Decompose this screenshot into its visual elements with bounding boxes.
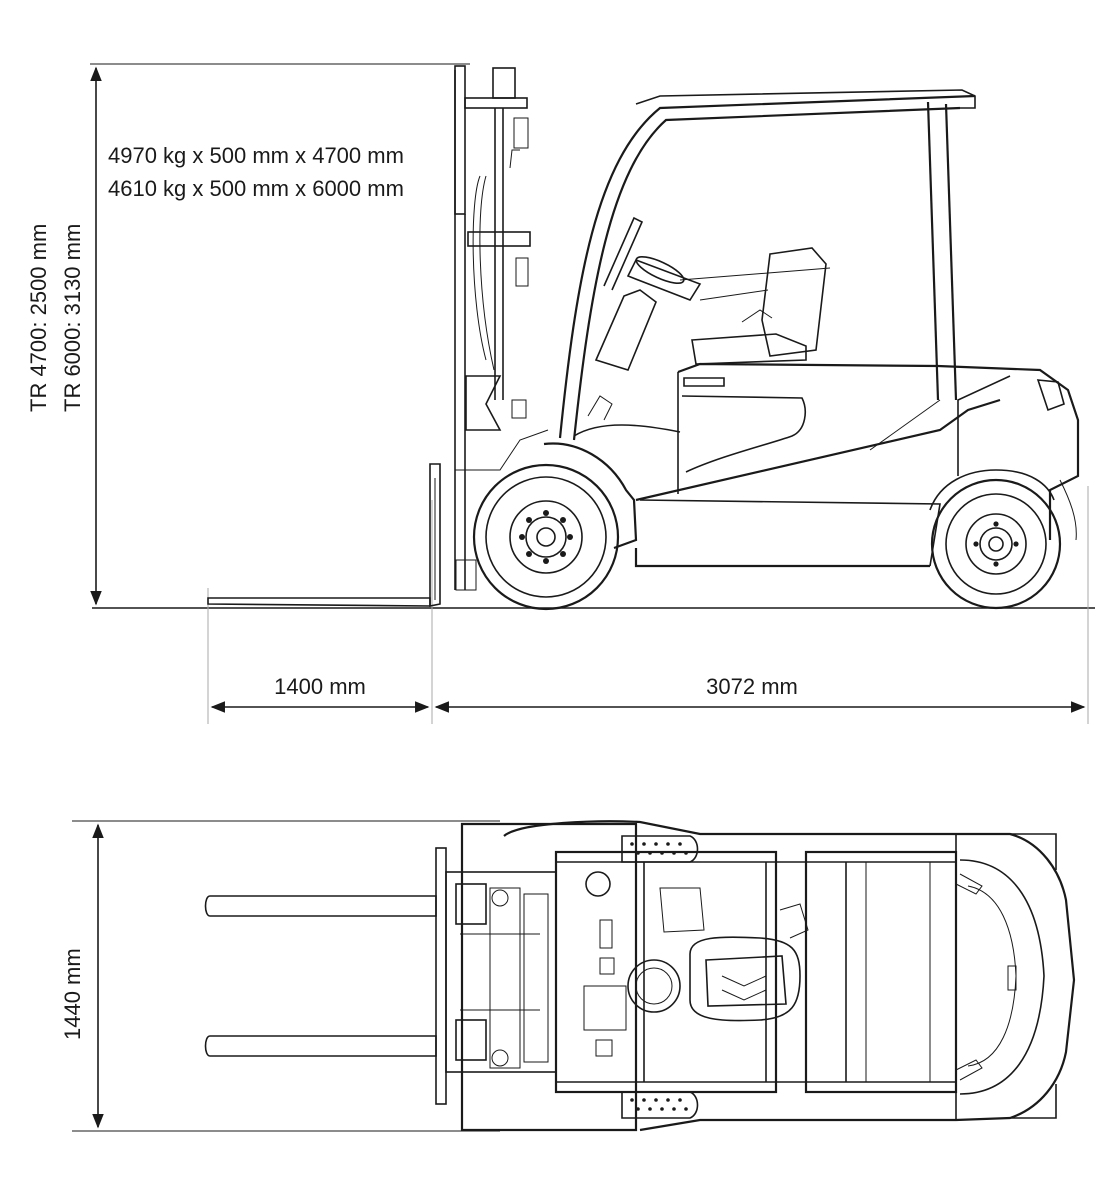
length-dimensions (207, 486, 1089, 724)
top-view: 1440 mm (60, 820, 1076, 1132)
height-label-1: TR 4700: 2500 mm (26, 224, 51, 412)
top-seat-controls (583, 871, 809, 1057)
top-step-plates (621, 835, 699, 1119)
fork-length-label: 1400 mm (274, 674, 366, 699)
top-forks (204, 847, 447, 1105)
side-body (543, 362, 1080, 568)
capacity-line-2: 4610 kg x 500 mm x 6000 mm (108, 176, 404, 201)
top-chassis (460, 820, 1076, 1132)
side-front-wheel (472, 463, 620, 611)
side-overhead-guard (558, 89, 976, 441)
side-view: 4970 kg x 500 mm x 4700 mm 4610 kg x 500… (26, 63, 1095, 724)
truck-length-label: 3072 mm (706, 674, 798, 699)
side-forks (207, 463, 441, 607)
height-dimension (90, 63, 470, 606)
top-mast (445, 871, 557, 1073)
width-label: 1440 mm (60, 948, 85, 1040)
capacity-line-1: 4970 kg x 500 mm x 4700 mm (108, 143, 404, 168)
height-label-2: TR 6000: 3130 mm (60, 224, 85, 412)
top-overhead-guard (554, 850, 958, 1094)
side-mast (454, 65, 549, 591)
width-dimension (72, 820, 500, 1132)
side-seat-steering (587, 247, 831, 421)
side-rear-wheel (929, 469, 1062, 610)
